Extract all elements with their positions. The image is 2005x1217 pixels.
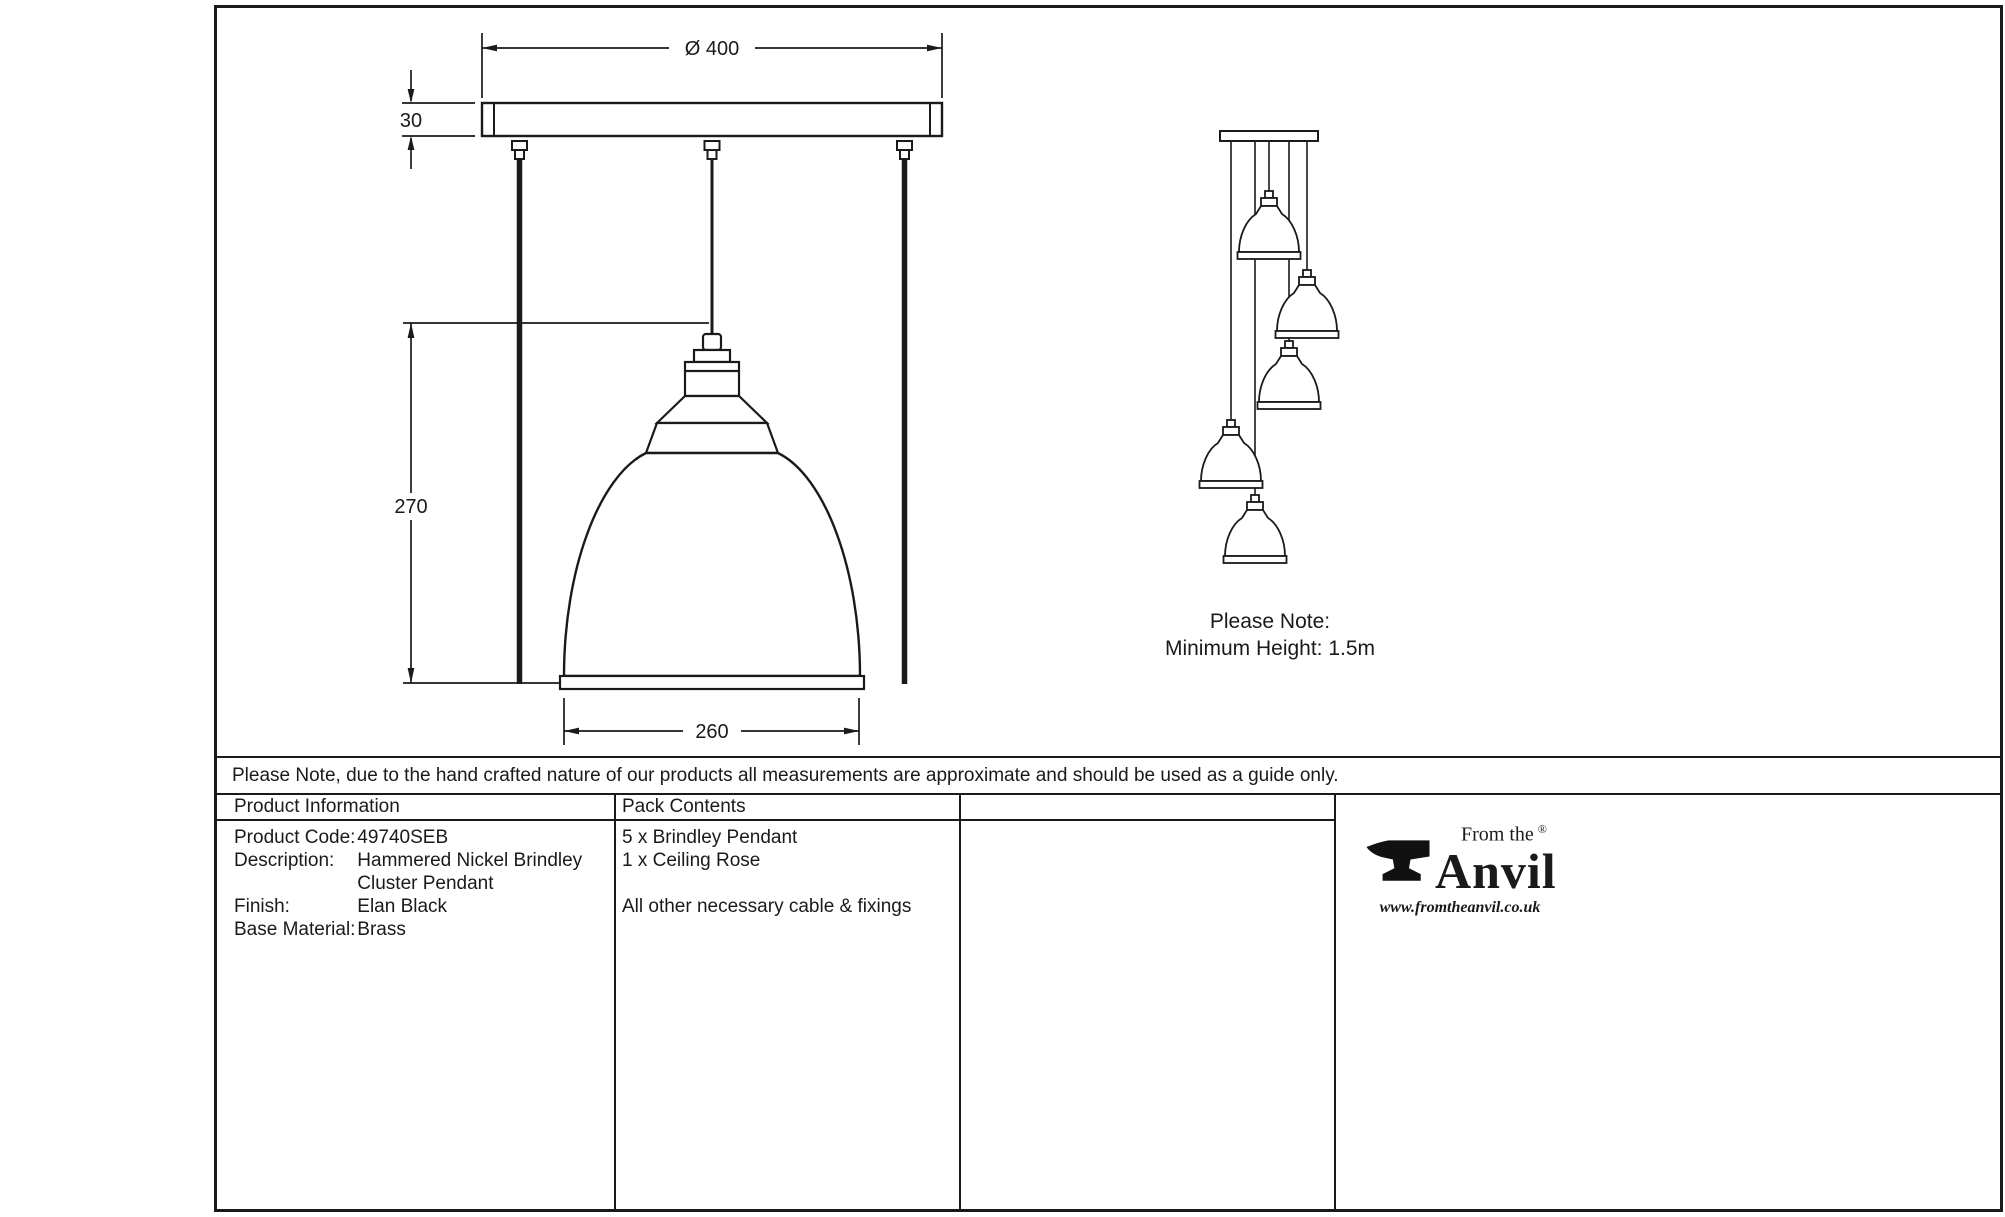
table-col-divider-2 <box>959 793 961 1209</box>
mini-pendant-4 <box>1198 419 1264 489</box>
mini-pendant-3 <box>1256 340 1322 410</box>
dimension-pendant-drop <box>389 322 709 684</box>
sheet-frame: Ø 400 30 <box>214 5 2003 1212</box>
product-information-header: Product Information <box>234 796 400 817</box>
dim-plate-thickness-label: 30 <box>400 110 422 132</box>
mini-pendant-5 <box>1222 494 1288 564</box>
anvil-icon <box>1366 840 1430 881</box>
finish-label: Finish: <box>234 896 290 917</box>
registered-mark: ® <box>1537 822 1547 836</box>
table-row: Finish: Elan Black <box>234 896 447 918</box>
table-col-divider-3 <box>1334 793 1336 1209</box>
description-label: Description: <box>234 850 335 871</box>
cable-left <box>511 140 528 684</box>
table-header-rule <box>217 819 1334 821</box>
disclaimer-text: Please Note, due to the hand crafted nat… <box>232 765 1339 786</box>
logo-from-the-line: From the® <box>1461 822 1557 847</box>
cluster-ceiling-plate <box>1219 130 1319 142</box>
base-material-value: Brass <box>357 919 406 940</box>
mini-pendant-1 <box>1236 190 1302 260</box>
brand-logo-row: From the® Anvil <box>1365 822 1557 899</box>
table-top-rule <box>217 793 2000 795</box>
cable-right <box>896 140 913 684</box>
table-row: Description: Hammered Nickel Brindley <box>234 850 582 872</box>
pack-item-1: 5 x Brindley Pendant <box>622 827 798 848</box>
min-height-note-line1: Please Note: <box>1210 610 1330 633</box>
finish-value: Elan Black <box>357 896 448 917</box>
table-row: Cluster Pendant <box>234 873 494 895</box>
brand-logo-text: From the® Anvil <box>1435 822 1557 899</box>
brand-logo: From the® Anvil www.fromtheanvil.co.uk <box>1365 822 1557 917</box>
base-material-label: Base Material: <box>234 919 356 940</box>
dim-plate-diameter-label: Ø 400 <box>685 38 739 60</box>
description-value-line1: Hammered Nickel Brindley <box>357 850 583 871</box>
dimension-plate-diameter <box>481 33 943 98</box>
mini-pendant-2 <box>1274 269 1340 339</box>
logo-from-the: From the <box>1461 823 1534 846</box>
min-height-note-line2: Minimum Height: 1.5m <box>1165 637 1375 660</box>
logo-anvil-word: Anvil <box>1435 842 1557 899</box>
logo-website: www.fromtheanvil.co.uk <box>1379 898 1541 916</box>
ceiling-plate <box>480 101 944 138</box>
dimension-shade-diameter <box>563 698 860 745</box>
product-code-label: Product Code: <box>234 827 356 848</box>
description-value-line2: Cluster Pendant <box>357 873 494 894</box>
pack-item-2: 1 x Ceiling Rose <box>622 850 761 871</box>
technical-drawing: Ø 400 30 <box>389 33 1375 745</box>
cable-middle <box>703 140 721 338</box>
pack-contents-header: Pack Contents <box>622 796 746 817</box>
table-row: Product Code: 49740SEB <box>234 827 448 849</box>
table-col-divider-1 <box>614 793 616 1209</box>
product-code-value: 49740SEB <box>357 827 449 848</box>
dim-shade-diameter-label: 260 <box>695 721 728 743</box>
pack-item-3: All other necessary cable & fixings <box>622 896 912 917</box>
disclaimer-top-rule <box>217 756 2000 758</box>
pendant-shade <box>558 332 866 691</box>
dimension-plate-thickness <box>402 70 475 169</box>
dim-pendant-drop-label: 270 <box>394 496 427 518</box>
cluster-illustration <box>1198 130 1340 564</box>
table-row: Base Material: Brass <box>234 919 406 941</box>
